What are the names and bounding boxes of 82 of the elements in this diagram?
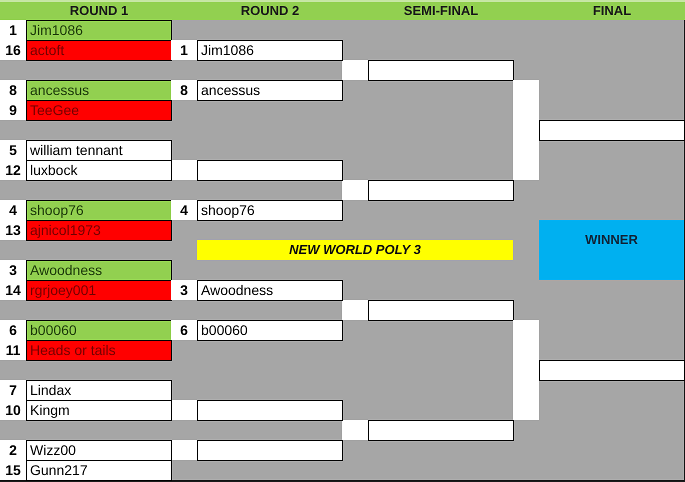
bracket-slot xyxy=(26,200,172,221)
bracket-slot xyxy=(539,360,685,381)
seed-number: 15 xyxy=(0,460,26,480)
player-name: luxbock xyxy=(29,161,78,180)
seed-number: 4 xyxy=(171,200,197,220)
bracket-slot xyxy=(26,140,172,161)
bracket-slot xyxy=(26,40,172,61)
player-name: Awoodness xyxy=(29,261,102,280)
seed-number: 16 xyxy=(0,40,26,60)
seed-number: 11 xyxy=(0,340,26,360)
bracket-slot xyxy=(197,320,343,341)
bracket-slot xyxy=(26,100,172,121)
bracket-connector xyxy=(513,320,539,420)
seed-number: 6 xyxy=(0,320,26,340)
seed-number: 10 xyxy=(0,400,26,420)
bracket-slot xyxy=(197,160,343,181)
player-name: ancessus xyxy=(29,81,90,100)
bracket-slot xyxy=(26,20,172,41)
bracket-slot xyxy=(197,280,343,301)
round-heading: SEMI-FINAL xyxy=(402,3,480,18)
player-name: b00060 xyxy=(200,321,248,340)
bracket-slot xyxy=(368,60,514,81)
bracket-slot xyxy=(368,180,514,201)
banner-title: NEW WORLD POLY 3 xyxy=(289,241,421,259)
title-banner xyxy=(197,240,513,260)
player-name: rgrjoey001 xyxy=(29,281,96,300)
player-name: Awoodness xyxy=(200,281,274,300)
bracket-slot xyxy=(539,120,685,141)
winner-label: WINNER xyxy=(585,233,638,247)
seed-number: 14 xyxy=(0,280,26,300)
player-name: shoop76 xyxy=(200,201,255,220)
player-name: Heads or tails xyxy=(29,341,116,360)
player-name: shoop76 xyxy=(29,201,84,220)
player-name: william tennant xyxy=(29,141,123,160)
player-name: Lindax xyxy=(29,381,72,400)
bracket-slot xyxy=(197,400,343,421)
seed-number: 7 xyxy=(0,380,26,400)
seed-number: 1 xyxy=(171,40,197,60)
seed-number: 6 xyxy=(171,320,197,340)
round-heading: ROUND 1 xyxy=(68,3,130,18)
bracket-slot xyxy=(368,420,514,441)
seed-number: 2 xyxy=(0,440,26,460)
player-name: Jim1086 xyxy=(29,21,83,40)
bracket-connector xyxy=(513,80,539,180)
winner-panel xyxy=(539,220,684,280)
seed-number: 12 xyxy=(0,160,26,180)
player-name: Kingm xyxy=(29,401,70,420)
bracket-slot xyxy=(26,440,172,461)
player-name: Gunn217 xyxy=(29,461,88,480)
seed-number: 5 xyxy=(0,140,26,160)
player-name: Jim1086 xyxy=(200,41,254,60)
seed-number: 3 xyxy=(171,280,197,300)
bracket-slot xyxy=(26,160,172,181)
bracket-slot xyxy=(26,380,172,401)
bracket-slot xyxy=(197,440,343,461)
bracket-slot xyxy=(26,460,172,481)
bracket-slot xyxy=(197,200,343,221)
player-name: TeeGee xyxy=(29,101,80,120)
bracket-slot xyxy=(26,320,172,341)
bracket-slot xyxy=(26,220,172,241)
seed-number: 13 xyxy=(0,220,26,240)
bracket-slot xyxy=(26,80,172,101)
seed-number: 4 xyxy=(0,200,26,220)
bracket-slot xyxy=(197,80,343,101)
player-name: ajnicol1973 xyxy=(29,221,101,240)
seed-number: 1 xyxy=(0,20,26,40)
bracket-slot xyxy=(26,400,172,421)
seed-number: 9 xyxy=(0,100,26,120)
round-heading: FINAL xyxy=(592,3,632,18)
bracket-slot xyxy=(26,260,172,281)
seed-number: 8 xyxy=(0,80,26,100)
player-name: actoft xyxy=(29,41,64,60)
player-name: ancessus xyxy=(200,81,260,100)
seed-number: 8 xyxy=(171,80,197,100)
bracket-slot xyxy=(368,300,514,321)
player-name: b00060 xyxy=(29,321,77,340)
player-name: Wizz00 xyxy=(29,441,76,460)
round-heading: ROUND 2 xyxy=(240,3,300,18)
bracket-slot xyxy=(197,40,343,61)
bracket-slot xyxy=(26,340,172,361)
bracket-slot xyxy=(26,280,172,301)
seed-number: 3 xyxy=(0,260,26,280)
